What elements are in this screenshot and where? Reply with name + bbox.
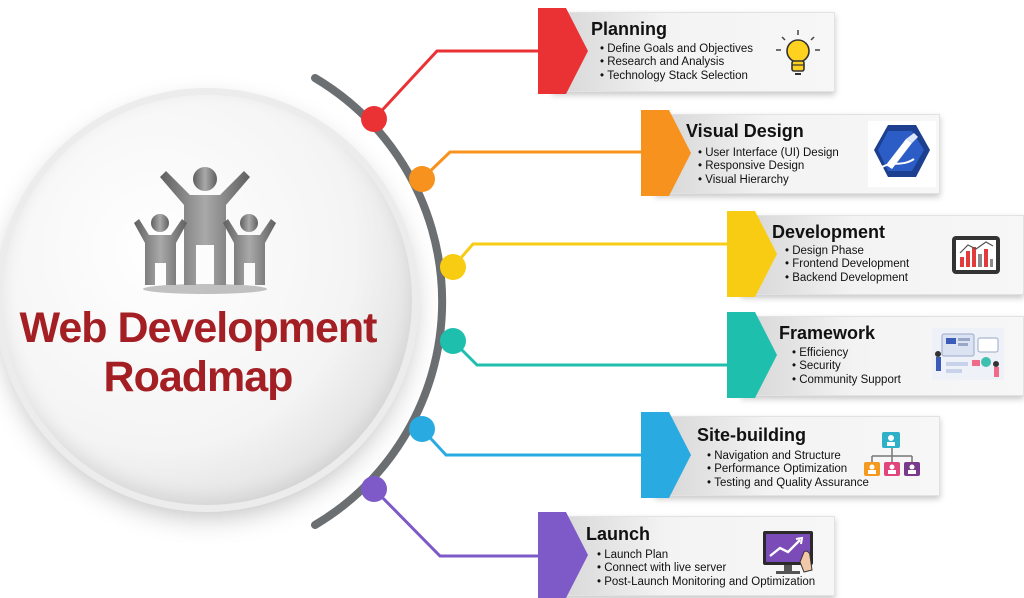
stage-item: Design Phase — [785, 245, 909, 258]
people-icon — [134, 167, 276, 294]
stage-item: Community Support — [792, 374, 901, 387]
stage-title-development: Development — [772, 222, 886, 242]
tablet-chart-icon — [952, 236, 1000, 274]
stage-title-framework: Framework — [779, 323, 876, 343]
connector-framework — [451, 339, 727, 367]
org-structure-icon — [864, 432, 920, 476]
framework-illustration-icon — [932, 328, 1004, 380]
node-dot-visual-design — [409, 166, 435, 192]
connector-visual-design — [420, 150, 641, 181]
stage-item: Responsive Design — [698, 160, 839, 173]
stage-item: Security — [792, 360, 901, 373]
lightbulb-icon — [776, 30, 820, 75]
stage-title-launch: Launch — [586, 524, 651, 544]
page-title: Web Development Roadmap — [18, 304, 378, 402]
stage-item: Visual Hierarchy — [698, 174, 839, 187]
stage-item: Post-Launch Monitoring and Optimization — [597, 576, 815, 589]
connector-launch — [372, 487, 538, 558]
stage-item: Technology Stack Selection — [600, 70, 753, 83]
stage-item: Testing and Quality Assurance — [707, 477, 869, 490]
stage-item: Performance Optimization — [707, 463, 869, 476]
stage-item: Efficiency — [792, 347, 901, 360]
title-line-1: Web Development — [19, 304, 378, 352]
connector-planning — [372, 49, 538, 121]
stage-item: Connect with live server — [597, 562, 815, 575]
stage-title-planning: Planning — [591, 19, 667, 39]
node-dot-site-building — [409, 416, 435, 442]
node-dot-planning — [361, 106, 387, 132]
stage-item: Define Goals and Objectives — [600, 43, 753, 56]
monitor-growth-icon — [763, 531, 813, 574]
stage-items-launch: Launch Plan Connect with live server Pos… — [597, 549, 815, 589]
stage-item: Launch Plan — [597, 549, 815, 562]
stage-items-framework: Efficiency Security Community Support — [792, 347, 901, 387]
node-dot-launch — [361, 476, 387, 502]
design-pen-icon — [868, 121, 936, 187]
stage-title-visual-design: Visual Design — [686, 121, 804, 141]
stage-item: User Interface (UI) Design — [698, 147, 839, 160]
stage-item: Research and Analysis — [600, 56, 753, 69]
stage-item: Frontend Development — [785, 258, 909, 271]
connector-site-building — [420, 427, 641, 457]
connector-development — [451, 242, 727, 268]
stage-title-site-building: Site-building — [697, 425, 806, 445]
roadmap-hub-circle — [2, 95, 412, 505]
node-dot-framework — [440, 328, 466, 354]
stage-items-planning: Define Goals and Objectives Research and… — [600, 43, 753, 83]
stage-item: Backend Development — [785, 272, 909, 285]
stage-items-visual-design: User Interface (UI) Design Responsive De… — [698, 147, 839, 187]
stage-item: Navigation and Structure — [707, 450, 869, 463]
stage-items-site-building: Navigation and Structure Performance Opt… — [707, 450, 869, 490]
title-line-2: Roadmap — [103, 353, 294, 401]
stage-items-development: Design Phase Frontend Development Backen… — [785, 245, 909, 285]
node-dot-development — [440, 254, 466, 280]
